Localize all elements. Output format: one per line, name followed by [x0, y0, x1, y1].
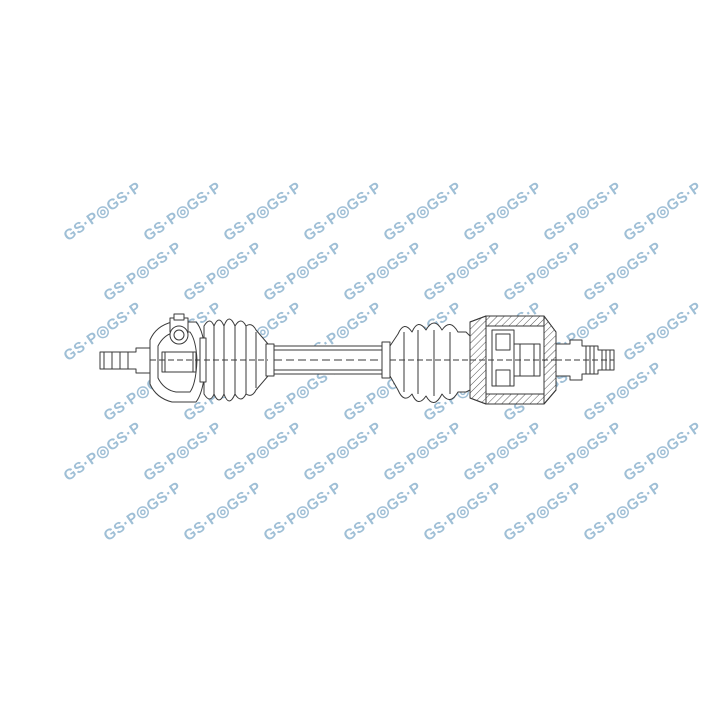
outer-boot: [199, 318, 275, 402]
left-stub-shaft: [99, 347, 151, 374]
right-stub-shaft: [555, 339, 615, 381]
inner-boot: [389, 322, 471, 403]
main-shaft: [273, 341, 391, 379]
inner-tripod-housing: [469, 315, 557, 405]
outer-cv-joint: [149, 313, 207, 403]
